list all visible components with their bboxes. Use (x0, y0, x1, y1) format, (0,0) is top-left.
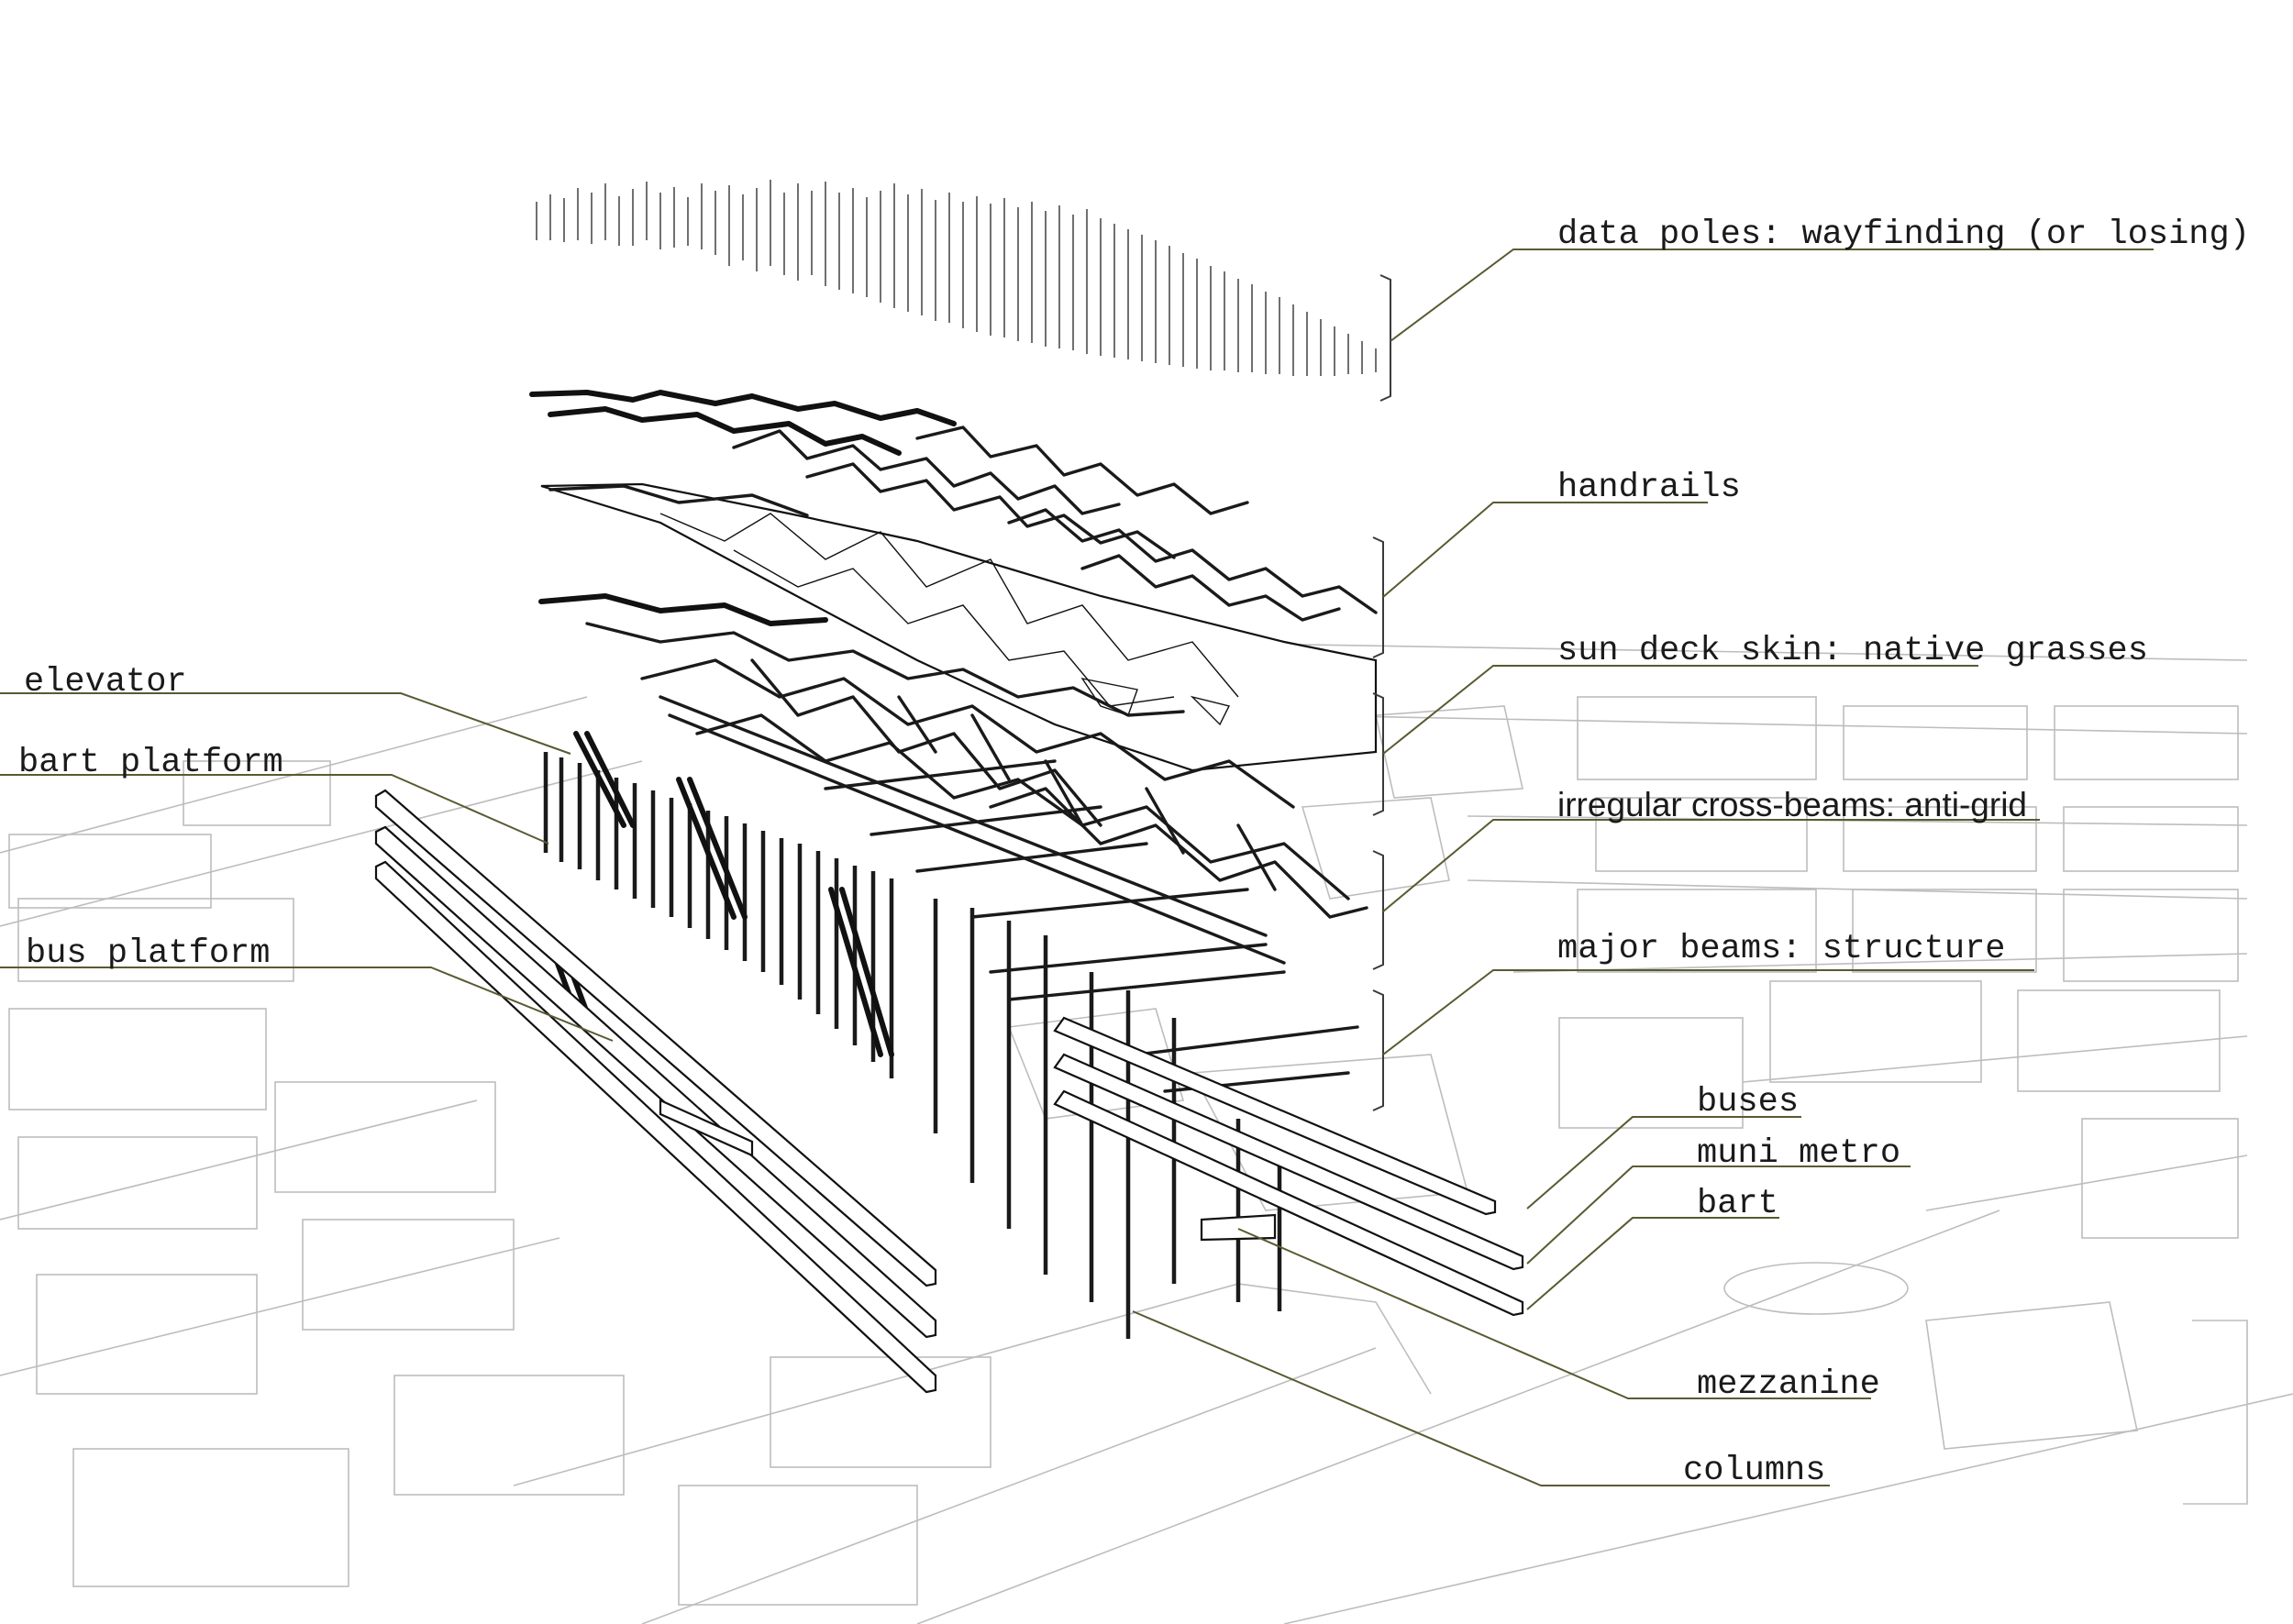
label-bart: bart (1697, 1185, 1778, 1223)
handrails-layer (529, 390, 1378, 622)
label-major-beams: major beams: structure (1557, 930, 2006, 968)
label-bus-platform: bus platform (26, 934, 271, 973)
label-muni-metro: muni metro (1697, 1134, 1901, 1173)
irregular-cross-beams-layer (538, 593, 1368, 919)
bracket-handrails (1372, 536, 1384, 658)
label-irregular-cross-beams: irregular cross-beams: anti-grid (1557, 786, 2028, 823)
sun-deck-skin-layer (540, 482, 1378, 772)
label-data-poles: data poles: wayfinding (or losing) (1557, 215, 2250, 254)
label-elevator: elevator (24, 663, 187, 702)
label-sun-deck-skin: sun deck skin: native grasses (1557, 632, 2148, 670)
leader-lines (0, 249, 2154, 1486)
bracket-major-beams (1372, 989, 1384, 1111)
label-mezzanine: mezzanine (1697, 1365, 1880, 1404)
label-columns: columns (1683, 1452, 1826, 1490)
label-handrails: handrails (1557, 469, 1741, 507)
layer-brackets (1372, 274, 1391, 1111)
label-bart-platform: bart platform (18, 744, 283, 782)
bracket-sun-deck (1372, 692, 1384, 816)
label-buses: buses (1697, 1083, 1800, 1121)
bracket-cross-beams (1372, 850, 1384, 970)
data-poles-layer (536, 180, 1377, 376)
major-beams-layer (659, 695, 1359, 1093)
columns-layer (543, 752, 1282, 1339)
transit-platforms-layer (374, 789, 1524, 1394)
bracket-data-poles (1379, 274, 1391, 402)
